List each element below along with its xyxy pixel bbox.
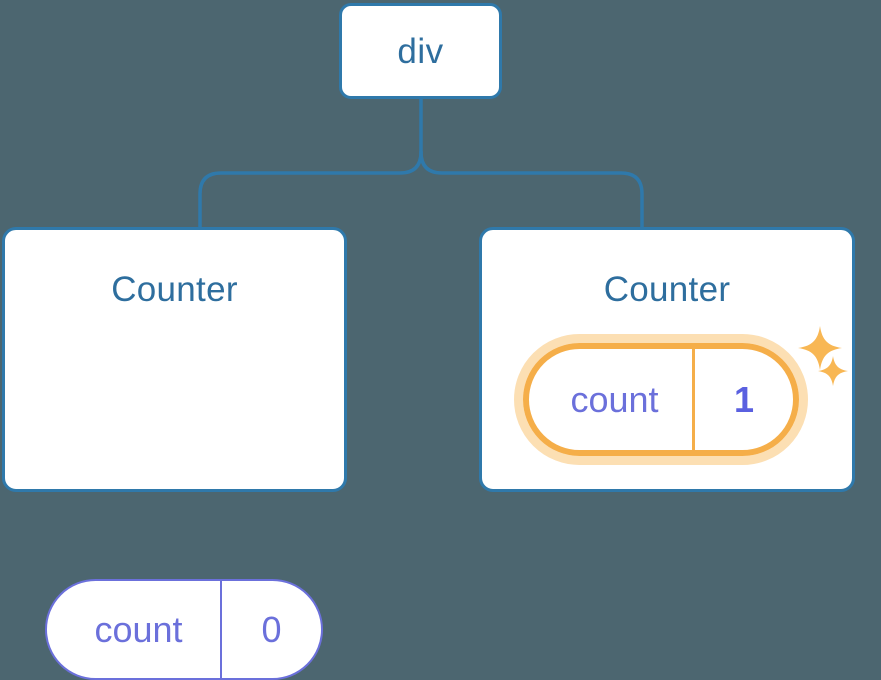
sparkle-large-icon bbox=[798, 326, 842, 370]
component-title: Counter bbox=[603, 270, 731, 309]
tree-node-root-div: div bbox=[339, 3, 502, 99]
state-value-label: 1 bbox=[733, 378, 755, 420]
state-key-label: count bbox=[529, 349, 695, 450]
root-node-label: div bbox=[397, 31, 444, 71]
state-pill-count-left: count 0 bbox=[45, 579, 323, 680]
state-pill-glow-ring bbox=[514, 334, 808, 465]
component-title: Counter bbox=[111, 270, 238, 309]
sparkle-small-icon bbox=[818, 356, 848, 386]
state-value-label: 0 bbox=[261, 608, 282, 650]
component-card-counter-left: Counter count 0 bbox=[2, 227, 347, 680]
state-key-label: count bbox=[47, 581, 222, 678]
state-pill-count-right: count 1 bbox=[523, 343, 799, 456]
state-pill-highlight-group: count 1 bbox=[514, 334, 808, 465]
diagram-canvas: div Counter count 0 Counter count 1 bbox=[2, 3, 855, 680]
